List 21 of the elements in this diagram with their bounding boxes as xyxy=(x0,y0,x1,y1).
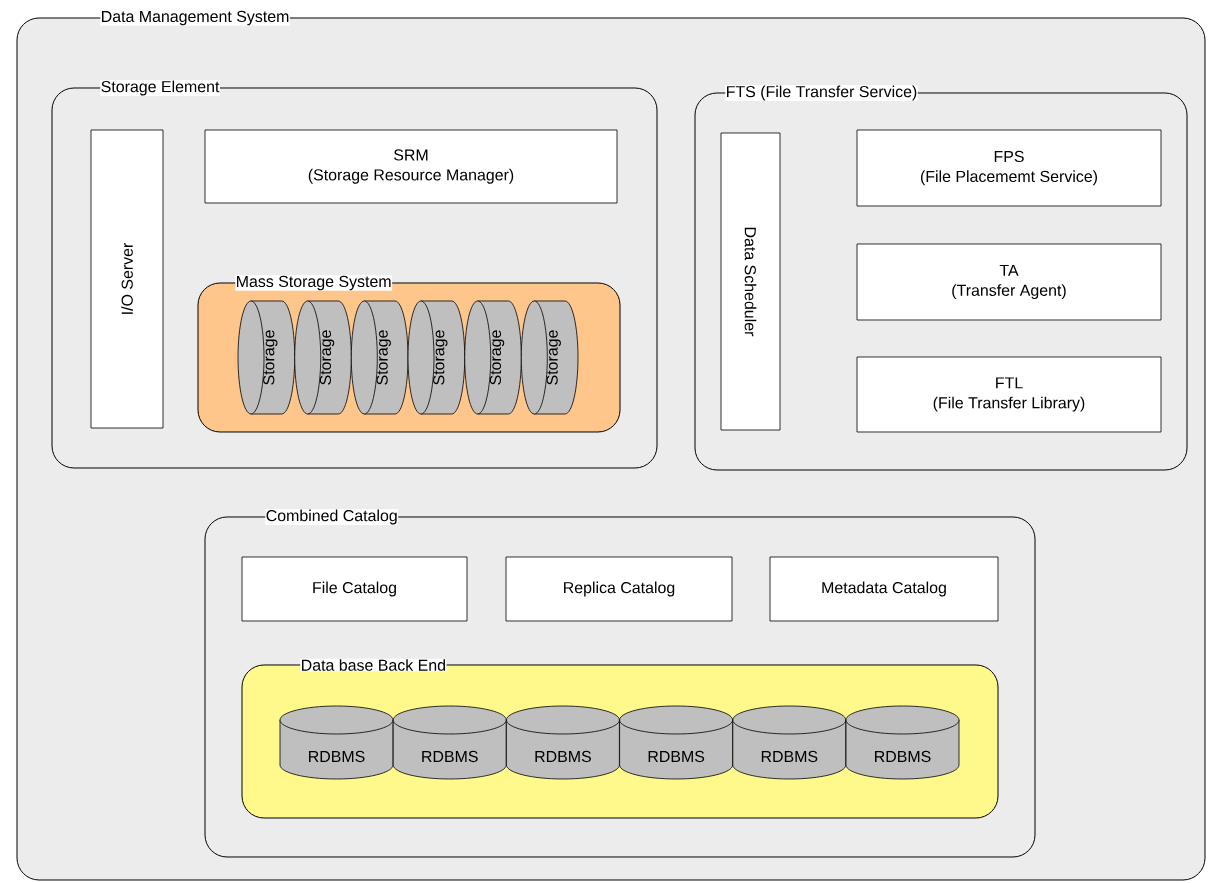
component-box: Metadata Catalog xyxy=(769,556,999,622)
database-cylinder: RDBMS xyxy=(279,705,394,780)
component-box: TA (Transfer Agent) xyxy=(856,243,1162,321)
storage-cylinder: Storage xyxy=(294,300,352,415)
database-cylinder: RDBMS xyxy=(845,705,960,780)
storage-cylinder: Storage xyxy=(407,300,466,415)
database-cylinder: RDBMS xyxy=(506,705,620,780)
storage-cylinder: Storage xyxy=(237,300,296,415)
database-cylinder: RDBMS xyxy=(732,705,847,780)
database-cylinder: RDBMS xyxy=(619,705,733,780)
component-box: SRM (Storage Resource Manager) xyxy=(204,129,618,204)
component-box: Replica Catalog xyxy=(505,556,733,622)
database-cylinder: RDBMS xyxy=(392,705,507,780)
component-box: I/O Server xyxy=(90,129,164,429)
component-box: FTL (File Transfer Library) xyxy=(856,356,1162,433)
component-box: FPS (File Placememt Service) xyxy=(856,129,1162,207)
component-box: File Catalog xyxy=(241,556,468,622)
storage-cylinder: Storage xyxy=(464,300,522,415)
storage-cylinder: Storage xyxy=(350,300,409,415)
storage-cylinder: Storage xyxy=(520,300,579,415)
component-box: Data Scheduler xyxy=(720,132,781,431)
